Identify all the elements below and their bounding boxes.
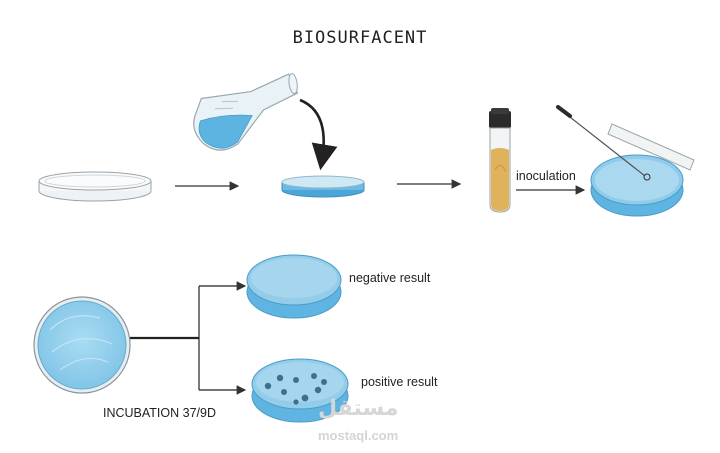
label-inoculation: inoculation (516, 169, 576, 183)
watermark-latin: mostaql.com (318, 428, 399, 443)
positive-result-dish (251, 358, 349, 423)
inoculation-loop (560, 109, 646, 177)
watermark-arabic: مستقل (318, 396, 399, 421)
diagram-title: BIOSURFACENT (292, 28, 428, 48)
label-negative-result: negative result (349, 271, 431, 285)
flask-icon (193, 73, 299, 151)
empty-petri-dish (38, 171, 152, 202)
label-incubation: INCUBATION 37/9D (103, 406, 216, 420)
medium-petri-dish (281, 175, 365, 198)
inoculated-petri-dish (556, 105, 695, 217)
incubation-plate (33, 296, 131, 394)
pour-arrow (299, 98, 338, 171)
label-positive-result: positive result (361, 375, 438, 389)
negative-result-dish (246, 254, 342, 319)
branch-connector (130, 281, 247, 395)
colonies (264, 373, 327, 405)
culture-tube-icon (489, 108, 511, 213)
petri-lid (607, 123, 695, 171)
